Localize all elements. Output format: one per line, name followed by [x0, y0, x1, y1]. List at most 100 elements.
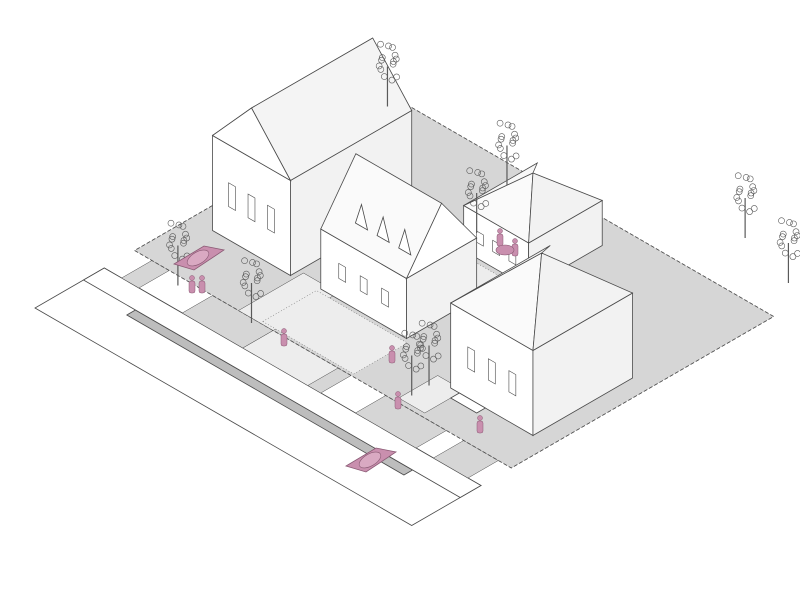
tree-leaf	[434, 334, 442, 342]
roof-plane	[450, 245, 551, 304]
person-head	[189, 275, 195, 281]
tree-leaf	[378, 54, 386, 61]
person-icon	[388, 345, 396, 364]
tree-leaf	[497, 145, 504, 152]
tree-leaf	[790, 237, 798, 244]
tree-icon	[776, 217, 800, 283]
person-body	[476, 420, 484, 434]
tree-leaf	[786, 219, 793, 226]
tree-leaf	[422, 352, 430, 359]
tree-leaf	[735, 197, 742, 205]
tree-leaf	[392, 55, 400, 63]
tree-leaf	[417, 362, 425, 370]
tree-leaf	[433, 330, 440, 338]
tree-leaf	[789, 253, 797, 260]
tree-leaf	[412, 365, 420, 373]
tree-leaf	[419, 335, 427, 343]
tree-leaf	[497, 135, 505, 143]
tree-leaf	[749, 183, 757, 191]
tree-leaf	[243, 270, 250, 278]
tree-leaf	[512, 152, 520, 160]
roof-plane	[528, 172, 604, 244]
person-head	[395, 391, 401, 397]
tree-leaf	[239, 279, 247, 286]
tree-leaf	[241, 282, 249, 290]
car-cabin	[358, 451, 382, 469]
tree-leaf	[245, 289, 252, 297]
tree-leaf	[495, 141, 502, 149]
tree-leaf	[419, 345, 426, 352]
tree-leaf	[426, 321, 434, 329]
tree-leaf	[414, 349, 421, 357]
tree-leaf	[401, 355, 409, 362]
person-icon	[476, 415, 484, 434]
tree-leaf	[778, 242, 786, 250]
window	[267, 204, 275, 234]
tree-leaf	[482, 182, 489, 189]
tree-leaf	[388, 76, 396, 84]
tree-leaf	[747, 192, 755, 199]
person-icon	[394, 391, 402, 410]
tree-leaf	[409, 331, 417, 339]
window	[228, 182, 236, 212]
tree-leaf	[255, 268, 263, 276]
tree-leaf	[417, 341, 425, 349]
tree-leaf	[468, 180, 475, 188]
person-head	[477, 415, 483, 421]
window	[467, 346, 476, 373]
tree-leaf	[241, 257, 248, 264]
figures-layer	[166, 40, 800, 473]
buildings-layer	[211, 37, 634, 437]
tree-leaf	[420, 333, 428, 340]
tree-leaf	[496, 119, 504, 127]
tree-leaf	[400, 351, 407, 359]
tree-leaf	[512, 134, 520, 142]
window	[381, 287, 389, 308]
tree-leaf	[167, 219, 175, 227]
gable-end	[211, 107, 292, 182]
tree-leaf	[377, 40, 384, 48]
tree-leaf	[509, 139, 516, 147]
tree-leaf	[735, 188, 743, 195]
tree-leaf	[465, 189, 472, 196]
tree-leaf	[242, 273, 249, 280]
tree-leaf	[500, 152, 508, 159]
person-body	[280, 333, 288, 347]
tree-leaf	[168, 235, 176, 243]
car-icon	[173, 245, 226, 271]
tree-leaf	[794, 250, 800, 257]
house-middle-dormers	[320, 153, 478, 340]
tree-leaf	[377, 66, 385, 73]
tree-leaf	[375, 62, 383, 70]
person-body	[394, 396, 402, 410]
tree-icon	[733, 172, 758, 238]
tree-leaf	[480, 178, 488, 186]
tree-leaf	[478, 170, 486, 178]
person-icon	[280, 328, 288, 347]
tree-icon	[400, 329, 425, 396]
tree-leaf	[389, 44, 396, 51]
tree-leaf	[416, 340, 423, 348]
tree-leaf	[738, 204, 746, 212]
tree-leaf	[389, 60, 397, 68]
tree-leaf	[474, 169, 482, 176]
person-icon	[496, 228, 504, 247]
tree-leaf	[477, 203, 485, 210]
person-head	[199, 275, 205, 281]
dormer	[376, 215, 390, 244]
person-icon	[188, 275, 196, 294]
tree-icon	[417, 319, 442, 386]
roof-plane	[463, 162, 539, 206]
tree-icon	[239, 257, 264, 323]
roof-plane	[532, 252, 634, 352]
window	[247, 193, 256, 223]
tree-leaf	[750, 187, 758, 194]
tree-leaf	[169, 233, 177, 240]
tree-leaf	[733, 194, 741, 201]
person-head	[281, 328, 287, 334]
window	[508, 370, 517, 397]
dormer	[398, 228, 412, 256]
tree-leaf	[257, 290, 264, 297]
tree-leaf	[253, 277, 261, 284]
